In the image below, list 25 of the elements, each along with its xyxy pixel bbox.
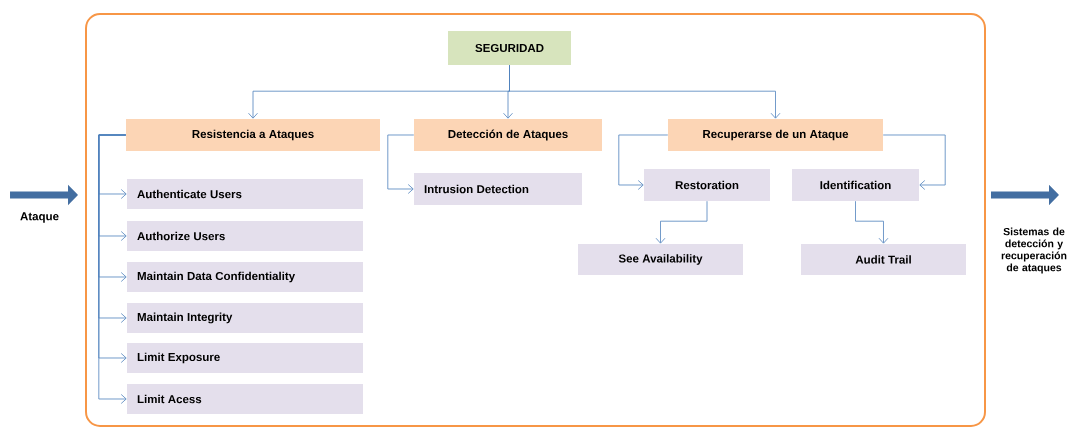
item-box: Identification <box>792 169 919 201</box>
arrow-caption: Ataque <box>20 212 59 223</box>
item-box: Maintain Data Confidentiality <box>127 262 363 292</box>
arrow <box>855 200 889 244</box>
item-box: Maintain Integrity <box>127 303 363 333</box>
arrow-caption: Sistemas de detección y recuperación de ataques <box>1001 227 1067 274</box>
item-box: Limit Acess <box>127 384 363 414</box>
item-box: Audit Trail <box>801 244 966 275</box>
arrow <box>618 134 669 190</box>
arrow <box>882 134 946 190</box>
arrow <box>98 134 127 404</box>
item-box: Restoration <box>644 169 770 201</box>
item-box: See Availability <box>578 244 743 275</box>
item-box: Authorize Users <box>127 221 363 251</box>
title-box: SEGURIDAD <box>448 31 571 65</box>
item-box: Limit Exposure <box>127 343 363 373</box>
category-box: Recuperarse de un Ataque <box>668 119 883 151</box>
arrow <box>387 134 415 194</box>
arrow <box>655 200 708 244</box>
rounded-frame <box>85 13 986 427</box>
item-box: Authenticate Users <box>127 179 363 209</box>
category-box: Detección de Ataques <box>414 119 602 151</box>
category-box: Resistencia a Ataques <box>126 119 380 151</box>
item-box: Intrusion Detection <box>414 173 582 205</box>
arrow <box>509 64 781 119</box>
